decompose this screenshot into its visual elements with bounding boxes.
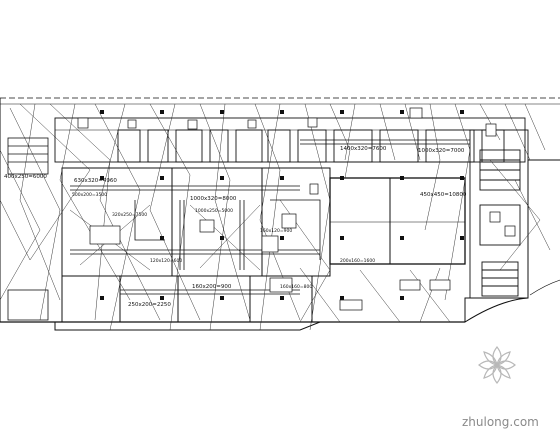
label-upper-center-2: 1000x250=5000 [195,208,233,214]
label-upper-center-1: 1000x320=8000 [190,196,237,202]
watermark-text: zhulong.com [462,415,539,429]
label-left-duct-3: 320x250=7500 [112,212,147,218]
label-upper-right-2: 1000x320=7000 [418,148,465,154]
equipment-boxes [77,107,516,311]
label-small-a: 200x160=1600 [340,258,375,264]
label-left-duct-2: 500x200=3500 [72,192,107,198]
left-stair [7,137,49,321]
column-grid [100,110,464,300]
pipe-lines [0,103,551,331]
central-halls [61,167,466,323]
label-small-b: 160x120=900 [260,228,292,234]
label-right-big-hall: 450x450=10800 [420,192,467,198]
label-mid-duct: 120x120=600 [150,258,182,264]
watermark: zhulong.com [462,346,539,429]
annotations: 400x250=6000 630x320=4960 500x200=3500 3… [4,146,467,308]
label-left-duct-1: 630x320=4960 [74,178,117,184]
label-bottom-mid: 160x160=800 [280,284,312,290]
label-top-left-dim: 400x250=6000 [4,174,47,180]
label-upper-right-1: 1400x320=7600 [340,146,387,152]
label-center-lower: 160x200=900 [192,284,232,290]
watermark-logo-icon [478,346,516,384]
building-outline [0,97,560,331]
label-bottom-left: 250x200=2250 [128,302,171,308]
